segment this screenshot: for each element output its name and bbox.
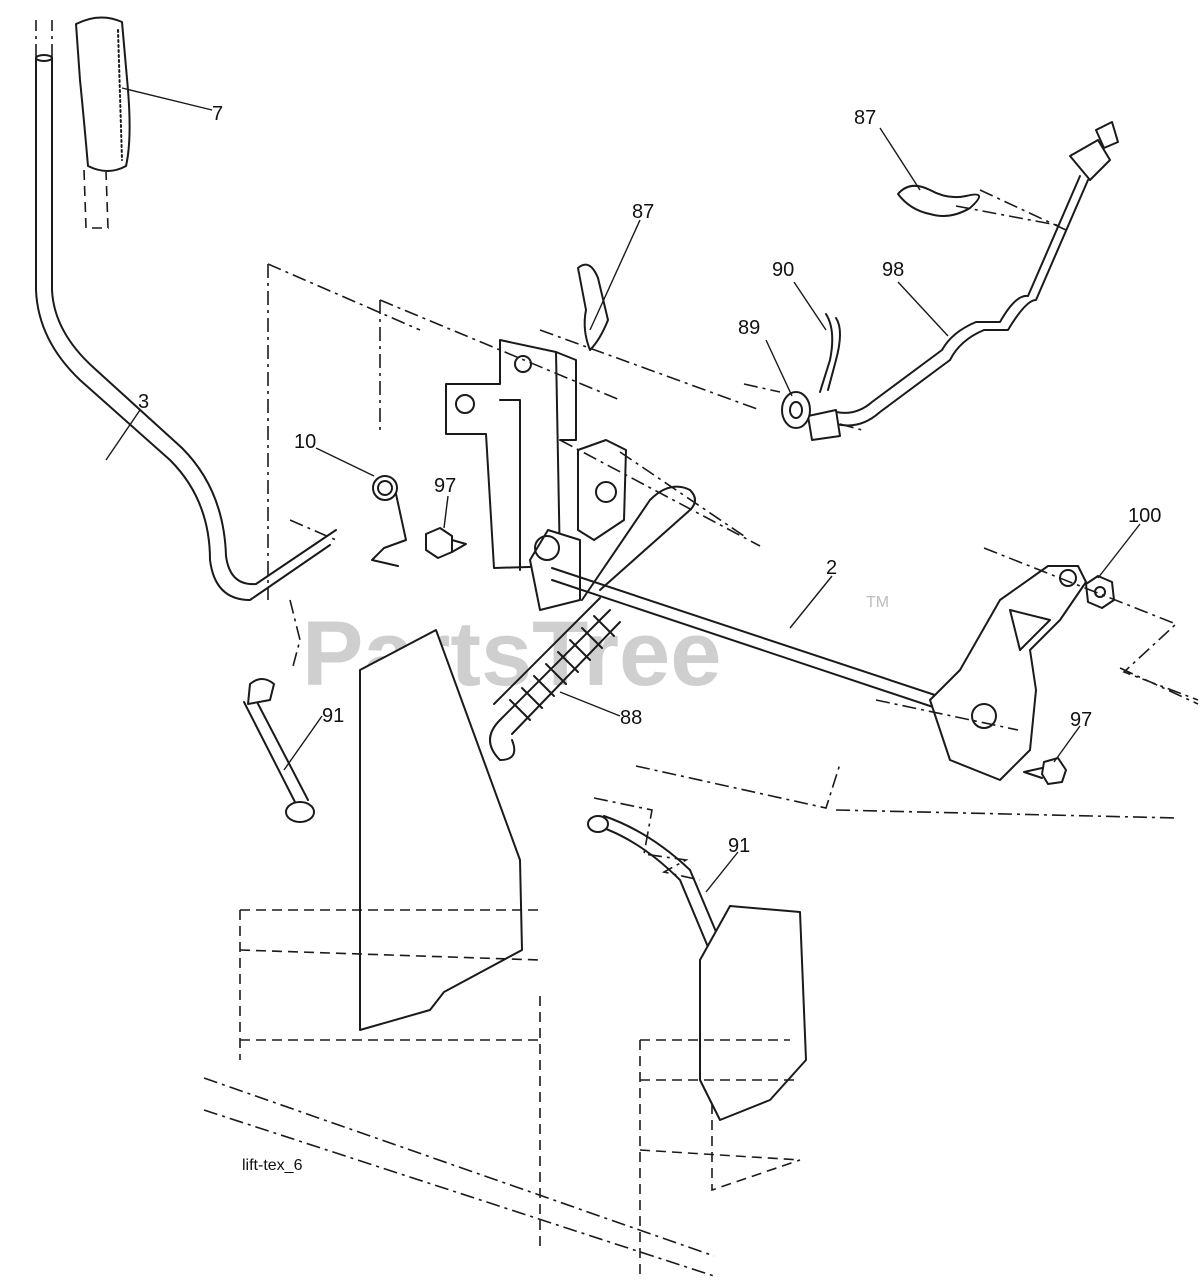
watermark-trademark: TM xyxy=(866,594,889,611)
callout-3: 3 xyxy=(138,391,149,413)
part-torsion-spring xyxy=(371,475,407,567)
callout-10: 10 xyxy=(294,431,316,453)
part-lift-shaft xyxy=(551,567,951,713)
callout-91-right: 91 xyxy=(728,835,750,857)
callout-87-middle: 87 xyxy=(632,201,654,223)
part-hairpin-clip-upper xyxy=(897,184,980,217)
deck-frame-right xyxy=(639,905,807,1192)
callout-87-upper: 87 xyxy=(854,107,876,129)
part-adjuster-rod xyxy=(807,121,1119,441)
part-link-left xyxy=(243,678,315,823)
part-nut xyxy=(1085,575,1115,609)
phantom-outlines xyxy=(267,189,1199,881)
callout-7: 7 xyxy=(212,103,223,125)
callout-97-left: 97 xyxy=(434,475,456,497)
part-lift-lever-rod xyxy=(35,20,337,601)
part-hairpin-clip-middle xyxy=(577,263,609,351)
part-bolt-right xyxy=(1023,757,1067,785)
part-cotter-clip xyxy=(819,313,841,393)
part-lift-bracket xyxy=(445,339,627,611)
part-lift-arm-right xyxy=(929,565,1087,781)
callout-91-left: 91 xyxy=(322,705,344,727)
callout-90: 90 xyxy=(772,259,794,281)
leader-lines xyxy=(105,87,1141,893)
callout-100: 100 xyxy=(1128,505,1161,527)
part-hand-grip xyxy=(75,16,131,229)
callouts: 7 87 87 90 98 89 3 10 97 100 2 91 88 97 … xyxy=(138,103,1161,857)
part-extension-spring xyxy=(489,485,696,761)
callout-89: 89 xyxy=(738,317,760,339)
callout-98: 98 xyxy=(882,259,904,281)
callout-97-right: 97 xyxy=(1070,709,1092,731)
deck-frame-left xyxy=(203,629,715,1280)
callout-88: 88 xyxy=(620,707,642,729)
part-washer xyxy=(781,391,811,429)
callout-2: 2 xyxy=(826,557,837,579)
figure-id: lift-tex_6 xyxy=(242,1157,303,1174)
part-bolt-left xyxy=(425,527,467,559)
